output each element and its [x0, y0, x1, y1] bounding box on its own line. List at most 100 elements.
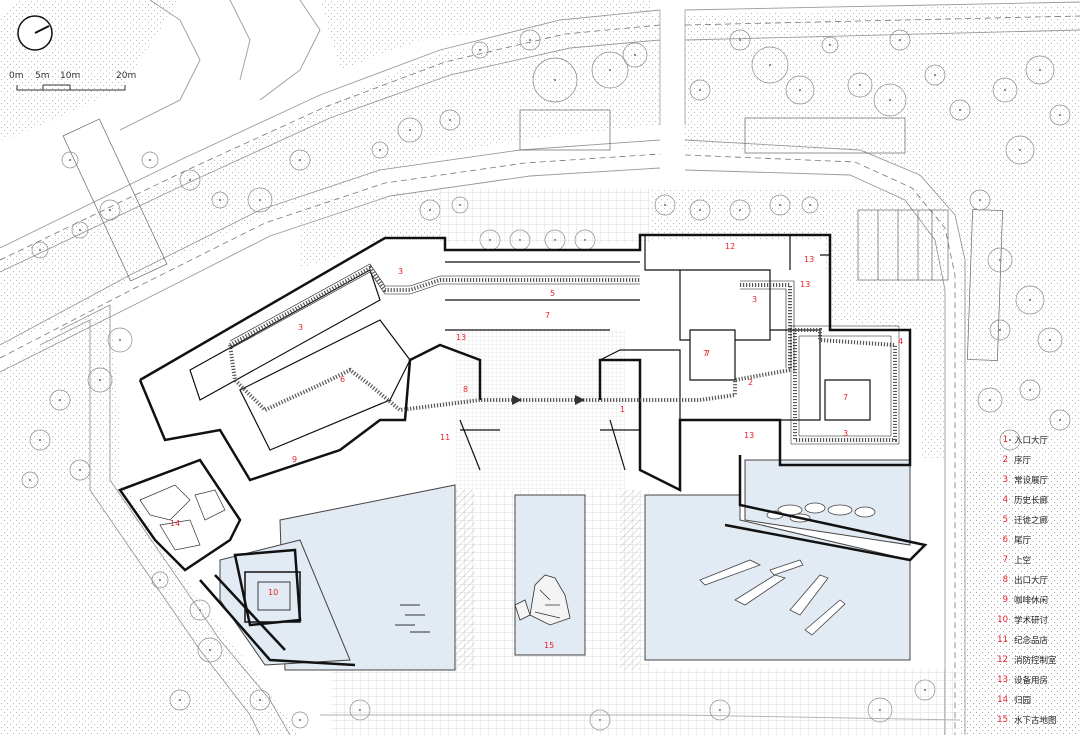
tree-center [633, 53, 637, 57]
tree-center [1028, 298, 1032, 302]
tree-icon [21, 471, 39, 489]
legend-label: 出口大厅 [1014, 576, 1049, 586]
legend-label: 迁徙之廊 [1014, 516, 1049, 526]
tree-center [1018, 148, 1022, 152]
tree-icon [31, 241, 49, 259]
tree-center [38, 248, 42, 252]
tree-center [148, 158, 152, 162]
legend-number: 15 [997, 715, 1008, 725]
tree-center [208, 648, 212, 652]
tree-icon [873, 83, 907, 117]
tree-center [978, 198, 982, 202]
tree-icon [371, 141, 389, 159]
room-label: 13 [800, 280, 810, 289]
tree-icon [197, 637, 223, 663]
tree-icon [49, 389, 71, 411]
tree-center [158, 578, 162, 582]
tree-center [933, 73, 937, 77]
tree-icon [87, 367, 113, 393]
room-label: 3 [398, 267, 403, 276]
room-label: 10 [268, 588, 278, 597]
scale-label-0: 0m [9, 71, 24, 81]
tree-icon [107, 327, 133, 353]
tree-icon [999, 429, 1021, 451]
room-label: 13 [804, 255, 814, 264]
legend-label: 学术研讨 [1014, 616, 1049, 626]
legend-label: 入口大厅 [1014, 436, 1049, 446]
tree-center [1008, 438, 1012, 442]
tree-icon [729, 199, 751, 221]
tree-icon [141, 151, 159, 169]
tree-icon [591, 51, 629, 89]
tree-center [78, 228, 82, 232]
tree-icon [785, 75, 815, 105]
room-label: 5 [550, 289, 555, 298]
legend-label: 历史长廊 [1014, 496, 1049, 506]
tree-icon [689, 79, 711, 101]
legend-label: 尾厅 [1014, 536, 1032, 546]
tree-center [478, 48, 482, 52]
room-label: 8 [463, 385, 468, 394]
tree-icon [169, 689, 191, 711]
tree-center [898, 38, 902, 42]
room-label: 3 [298, 323, 303, 332]
room-label: 12 [725, 242, 735, 251]
tree-center [663, 203, 667, 207]
room-label: 9 [292, 455, 297, 464]
legend-item: 1 入口大厅 [994, 430, 1080, 450]
tree-center [1058, 113, 1062, 117]
tree-center [28, 478, 32, 482]
tree-icon [1019, 379, 1041, 401]
tree-center [958, 108, 962, 112]
parking-lots [62, 109, 1003, 361]
tree-icon [519, 29, 541, 51]
tree-center [608, 68, 612, 72]
tree-icon [1015, 285, 1045, 315]
road-dashes [0, 15, 1080, 735]
tree-icon [247, 187, 273, 213]
room-number-labels: 3 3 5 6 7 7 7 7 13 13 13 13 12 3 3 2 1 8… [170, 242, 903, 650]
tree-center [998, 328, 1002, 332]
room-label: 15 [544, 641, 554, 650]
tree-center [258, 198, 262, 202]
tree-center [408, 128, 412, 132]
tree-icon [1005, 135, 1035, 165]
room-label: 1 [620, 405, 625, 414]
seminar-room-10 [244, 571, 301, 623]
tree-center [828, 43, 832, 47]
room-label: 13 [744, 431, 754, 440]
room-label: 14 [170, 519, 180, 528]
legend-number: 1 [1002, 435, 1008, 445]
tree-icon [532, 57, 578, 103]
legend-label: 咖啡休闲 [1014, 596, 1049, 606]
room-label: 6 [340, 375, 345, 384]
tree-center [58, 398, 62, 402]
tree-center [298, 718, 302, 722]
tree-center [738, 208, 742, 212]
legend-label: 水下古地图 [1014, 716, 1057, 726]
tree-icon [71, 221, 89, 239]
tree-center [108, 208, 112, 212]
tree-icon [801, 196, 819, 214]
tree-icon [471, 41, 489, 59]
room-label: 7 [843, 393, 848, 402]
legend-label: 归园 [1014, 696, 1032, 706]
tree-center [858, 83, 862, 87]
tree-icon [99, 199, 121, 221]
tree-icon [439, 109, 461, 131]
tree-icon [69, 459, 91, 481]
tree-icon [654, 194, 676, 216]
east-wing-outline [724, 455, 928, 562]
legend-label: 常设展厅 [1014, 476, 1049, 486]
tree-icon [729, 29, 751, 51]
tree-center [78, 468, 82, 472]
tree-center [198, 608, 202, 612]
tree-center [1038, 68, 1042, 72]
